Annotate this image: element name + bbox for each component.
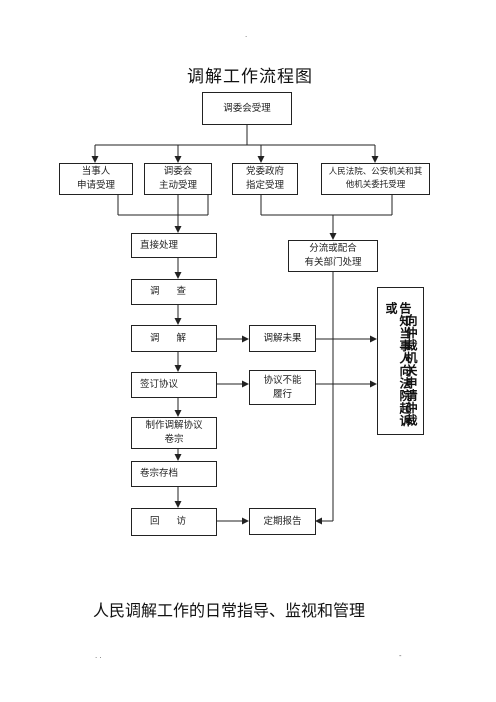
- node-divert: 分流或配合 有关部门处理: [288, 240, 378, 272]
- node-agreement-unfulfilled: 协议不能 履行: [249, 370, 316, 405]
- node-mediation-failed: 调解未果: [249, 325, 316, 352]
- section-heading: 人民调解工作的日常指导、监视和管理: [93, 601, 366, 620]
- node-committee-active: 调委会 主动受理: [144, 163, 212, 195]
- node-archive: 卷宗存档: [131, 461, 217, 487]
- page-top-mark: .: [245, 31, 248, 39]
- node-regular-report: 定期报告: [249, 508, 316, 535]
- node-committee-accept: 调委会受理: [202, 92, 292, 125]
- page-bottom-left-mark: . .: [95, 652, 102, 660]
- node-party-gov-assign: 党委政府 指定受理: [232, 163, 298, 195]
- page-bottom-right-mark: -: [399, 652, 402, 660]
- node-direct-handle: 直接处理: [131, 233, 217, 258]
- node-make-dossier: 制作调解协议 卷宗: [131, 417, 217, 449]
- node-party-apply: 当事人 申请受理: [59, 163, 133, 195]
- notify-right-column-text: 向仲裁机关申请仲裁: [404, 314, 418, 427]
- node-mediate: 调 解: [131, 325, 217, 352]
- node-court-entrust: 人民法院、公安机关和其 他机关委托受理: [321, 163, 430, 195]
- notify-left-column-text: 告知当事人向法院起诉或: [384, 302, 412, 427]
- node-investigate: 调 查: [131, 279, 217, 305]
- diagram-title: 调解工作流程图: [187, 67, 313, 87]
- node-sign-agreement: 签订协议: [131, 372, 217, 398]
- node-notify-litigation-arbitration: 向仲裁机关申请仲裁 告知当事人向法院起诉或: [377, 287, 424, 435]
- node-revisit: 回 访: [131, 508, 217, 536]
